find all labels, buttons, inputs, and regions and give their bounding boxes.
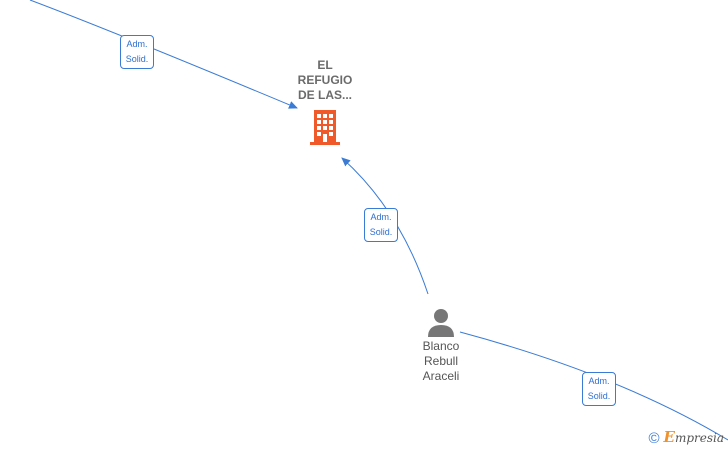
brand-initial: E — [663, 428, 675, 446]
edge-label-line-2: Solid. — [125, 54, 149, 64]
company-node[interactable]: EL REFUGIO DE LAS... — [283, 58, 367, 145]
edge-label-top[interactable]: Adm. Solid. — [120, 35, 154, 69]
person-name: Blanco Rebull Araceli — [404, 339, 478, 384]
edge-label-line-1: Adm. — [370, 212, 392, 222]
company-name-line-3: DE LAS... — [297, 88, 352, 102]
person-icon — [428, 309, 454, 337]
edge-label-bottom[interactable]: Adm. Solid. — [582, 372, 616, 406]
edge-label-line-2: Solid. — [587, 391, 611, 401]
person-name-line-2: Rebull — [423, 354, 459, 368]
edge-top-left-to-company — [29, 0, 298, 109]
brand-logo: Empresia — [664, 430, 725, 446]
building-icon — [310, 110, 340, 145]
person-node[interactable]: Blanco Rebull Araceli — [404, 307, 478, 384]
company-name-line-1: EL — [317, 58, 333, 72]
company-name-line-2: REFUGIO — [297, 73, 353, 87]
edge-label-line-2: Solid. — [369, 227, 393, 237]
company-name: EL REFUGIO DE LAS... — [283, 58, 367, 103]
person-name-line-1: Blanco — [422, 339, 460, 353]
edge-label-middle[interactable]: Adm. Solid. — [364, 208, 398, 242]
person-name-line-3: Araceli — [422, 369, 460, 383]
edge-label-line-1: Adm. — [126, 39, 148, 49]
brand-rest: mpresia — [674, 431, 724, 445]
edge-label-line-1: Adm. — [588, 376, 610, 386]
footer-brand: © Empresia — [648, 430, 724, 446]
copyright-icon: © — [648, 429, 660, 447]
